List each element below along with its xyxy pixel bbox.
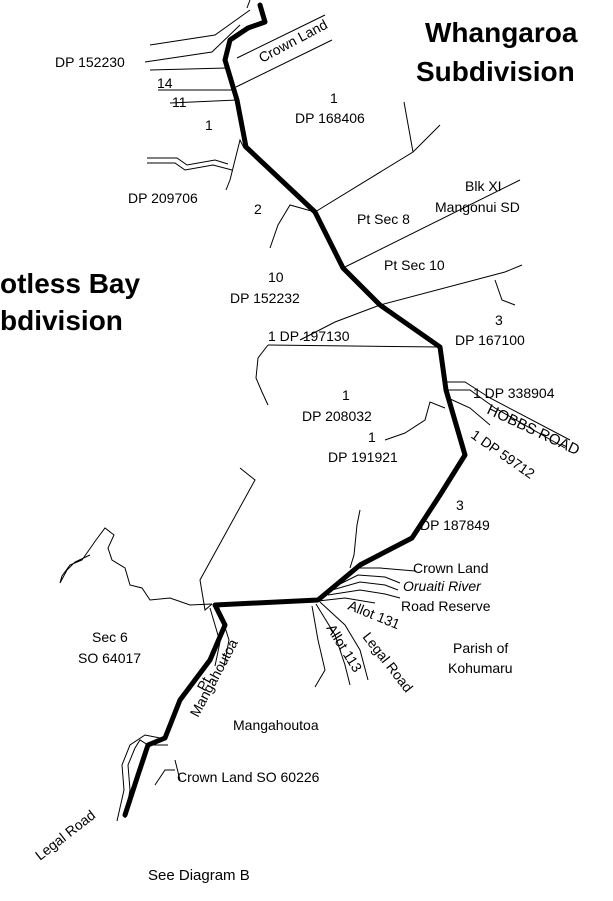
allot-131-label: Allot 131	[346, 597, 403, 632]
parish-label-1: Parish of	[453, 640, 508, 656]
pt-sec-8-line	[342, 179, 521, 269]
road-reserve-label: Road Reserve	[401, 598, 491, 614]
dp-191921-label: DP 191921	[328, 449, 398, 465]
road-line-top-a	[149, 9, 251, 46]
legal-road-line-a	[319, 601, 369, 681]
crown-land-so-line	[154, 769, 175, 786]
dp-197130-label: 1 DP 197130	[268, 328, 350, 344]
lot-11-line-b	[169, 99, 238, 104]
dp-209706-edge	[225, 138, 245, 191]
hobbs-road-south	[446, 389, 566, 449]
dp-209706-road-b	[147, 157, 229, 166]
whangaroa-label-2: Subdivision	[416, 56, 575, 87]
sec-6-label: Sec 6	[92, 629, 128, 645]
pt-sec-10-end	[504, 264, 523, 273]
dp-191921-south	[349, 509, 361, 569]
road-line-top-c	[246, 0, 251, 9]
lot-3-spur	[494, 279, 516, 306]
parish-label-2: Kohumaru	[448, 660, 513, 676]
lot-10-num: 10	[268, 269, 284, 285]
lot-2-line	[269, 204, 316, 249]
dp-338904-label: 1 DP 338904	[473, 385, 555, 401]
so-64017-label: SO 64017	[78, 650, 141, 666]
dp-208032-label: DP 208032	[302, 408, 372, 424]
crown-land-top-label: Crown Land	[256, 16, 330, 66]
west-boundary-a	[199, 467, 256, 611]
blk-xi-label: Blk XI	[465, 178, 502, 194]
oruaiti-river-label: Oruaiti River	[403, 578, 482, 594]
mangahoutoa-label: Mangahoutoa	[233, 717, 319, 733]
crown-land-river-label: Crown Land	[413, 560, 489, 576]
lot-1-west-edge	[255, 344, 269, 406]
legal-road-bottom-b	[116, 734, 161, 822]
road-line-top-b	[144, 24, 241, 63]
dp-168406-label: DP 168406	[295, 110, 365, 126]
crown-land-so-tick	[174, 759, 181, 781]
lot-3-dp-167100-num: 3	[495, 312, 503, 328]
crown-land-so-60226-label: Crown Land SO 60226	[177, 769, 320, 785]
whangaroa-label-1: Whangaroa	[425, 17, 578, 48]
dp-167100-label: DP 167100	[455, 332, 525, 348]
lot-1-label: 1	[205, 117, 213, 133]
dp-168406-spur	[412, 124, 441, 153]
lot-1-dp-208032-num: 1	[342, 387, 350, 403]
lot-1-dp-191921-num: 1	[368, 429, 376, 445]
allot-113-line	[311, 605, 326, 688]
lot-3-dp-187849-num: 3	[456, 497, 464, 513]
legal-road-line-b	[315, 603, 351, 686]
bay-of-islands-label-1: otless Bay	[0, 268, 140, 299]
see-diagram-b-label: See Diagram B	[148, 867, 250, 884]
river-line-a	[337, 574, 401, 586]
dp-209706-road-a	[147, 162, 233, 171]
dp-191921-line	[384, 401, 446, 441]
dp-152230-label: DP 152230	[55, 54, 125, 70]
district-boundary-line	[122, 2, 468, 818]
dp-187849-label: DP 187849	[420, 517, 490, 533]
hobbs-road-north	[445, 381, 571, 441]
road-reserve-line	[327, 589, 401, 599]
pt-sec-8-label: Pt Sec 8	[357, 211, 410, 227]
pt-sec-10-label: Pt Sec 10	[384, 257, 445, 273]
dp-197130-line	[267, 344, 441, 348]
river-line-b	[331, 581, 399, 591]
crown-land-line-b	[235, 39, 333, 88]
road-reserve-line-b	[317, 597, 376, 604]
dp-209706-label: DP 209706	[128, 190, 198, 206]
lot-11-label: 11	[172, 94, 187, 110]
dp-152232-label: DP 152232	[230, 290, 300, 306]
mangonui-sd-label: Mangonui SD	[435, 199, 520, 215]
lot-14-line	[149, 67, 228, 71]
lot-10-bottom	[299, 304, 381, 341]
west-boundary-b	[59, 527, 213, 606]
lot-1-dp-168406-num: 1	[330, 90, 338, 106]
lot-14-label: 14	[157, 75, 173, 91]
bay-of-islands-label-2: bdivision	[0, 305, 123, 336]
pt-sec-10-line	[379, 271, 506, 306]
crown-land-line-a	[236, 14, 326, 59]
legal-road-mid-label: Legal Road	[360, 629, 417, 695]
dp-59712-line	[447, 397, 491, 426]
lot-2-label: 2	[254, 201, 262, 217]
legal-road-bottom-label: Legal Road	[32, 807, 98, 864]
